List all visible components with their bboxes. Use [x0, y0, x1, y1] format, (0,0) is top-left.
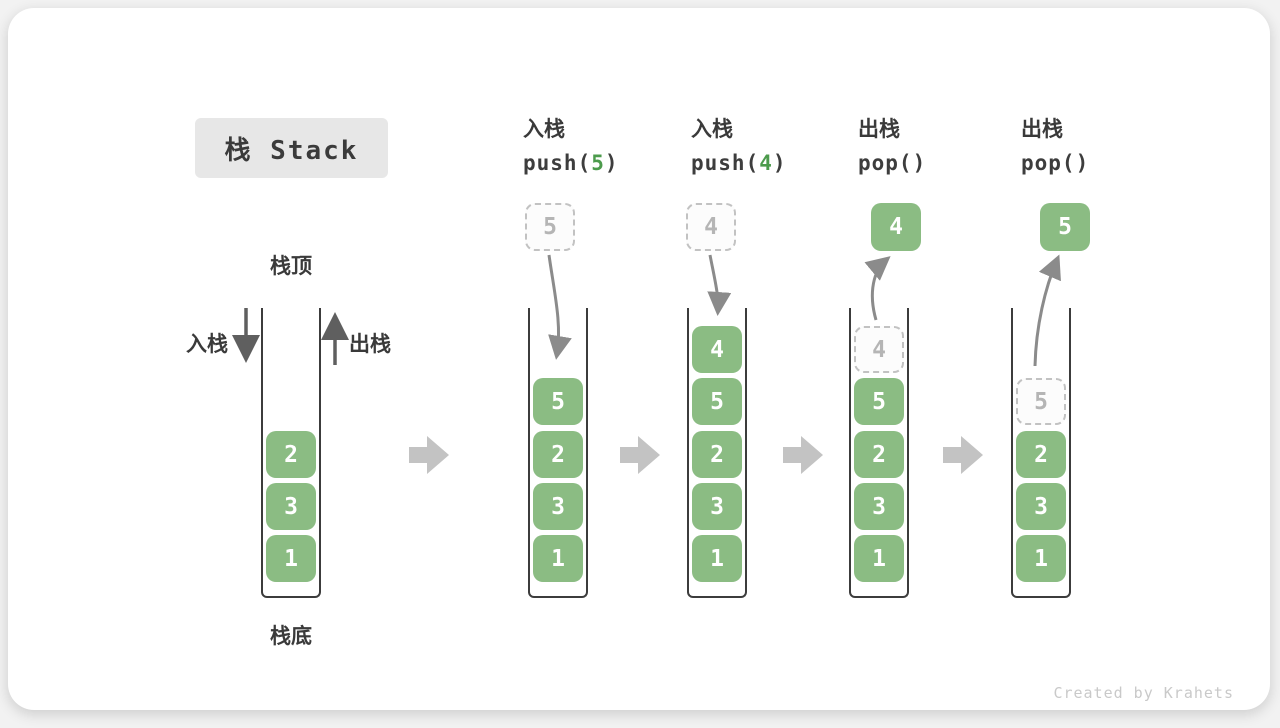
stack-cell: 2 [1016, 431, 1066, 478]
cell-value: 2 [1034, 441, 1048, 468]
cell-value: 4 [704, 214, 718, 240]
cell-value: 5 [543, 214, 557, 240]
operation-code: push(4) [691, 146, 841, 180]
stack-cell: 3 [692, 483, 742, 530]
code-prefix: pop( [858, 151, 913, 175]
stack-cell: 3 [854, 483, 904, 530]
cell-value: 2 [284, 441, 298, 468]
stack-cell: 3 [1016, 483, 1066, 530]
operation-label-push5: 入栈 push(5) [523, 112, 673, 180]
cell-value: 4 [872, 336, 886, 363]
cell-value: 3 [551, 493, 565, 520]
cell-value: 1 [284, 545, 298, 572]
stack-cell: 5 [854, 378, 904, 425]
code-prefix: push( [523, 151, 592, 175]
code-suffix: ) [1075, 151, 1090, 175]
stack-cell: 2 [266, 431, 316, 478]
cell-value: 3 [1034, 493, 1048, 520]
floating-cell-dashed: 5 [525, 203, 575, 251]
floating-cell-dashed: 4 [686, 203, 736, 251]
diagram-title-label: 栈 Stack [224, 135, 359, 166]
cell-value: 5 [872, 388, 886, 415]
code-arg: 4 [759, 151, 773, 175]
step-arrow-icon [620, 436, 660, 474]
stack-cell: 2 [692, 431, 742, 478]
cell-value: 3 [872, 493, 886, 520]
stack-container-1 [261, 308, 321, 598]
stack-cell: 2 [533, 431, 583, 478]
floating-cell-popped: 5 [1040, 203, 1090, 251]
operation-code: pop() [858, 146, 1008, 180]
cell-value: 1 [551, 545, 565, 572]
stack-container-5 [1011, 308, 1071, 598]
pop-side-label: 出栈 [349, 332, 391, 356]
cell-value: 1 [710, 545, 724, 572]
cell-value: 2 [551, 441, 565, 468]
code-suffix: ) [912, 151, 927, 175]
push-side-label: 入栈 [186, 332, 228, 356]
stack-container-4 [849, 308, 909, 598]
stack-cell: 1 [533, 535, 583, 582]
stack-cell: 3 [266, 483, 316, 530]
cell-value: 3 [710, 493, 724, 520]
stack-cell: 5 [533, 378, 583, 425]
operation-name: 出栈 [858, 117, 900, 141]
stack-cell: 4 [692, 326, 742, 373]
stack-container-3 [687, 308, 747, 598]
operation-label-pop1: 出栈 pop() [858, 112, 1008, 180]
cell-value: 3 [284, 493, 298, 520]
stack-cell-dashed: 5 [1016, 378, 1066, 425]
cell-value: 5 [1058, 214, 1072, 240]
cell-value: 1 [872, 545, 886, 572]
stack-cell: 5 [692, 378, 742, 425]
cell-value: 2 [872, 441, 886, 468]
cell-value: 4 [710, 336, 724, 363]
stack-cell: 1 [854, 535, 904, 582]
step-arrow-icon [409, 436, 449, 474]
cell-value: 5 [1034, 388, 1048, 415]
operation-label-pop2: 出栈 pop() [1021, 112, 1171, 180]
diagram-title: 栈 Stack [195, 118, 388, 178]
operation-label-push4: 入栈 push(4) [691, 112, 841, 180]
stack-cell-dashed: 4 [854, 326, 904, 373]
diagram-card: 栈 Stack 入栈 push(5) 入栈 push(4) 出栈 pop() 出… [8, 8, 1270, 710]
code-arg: 5 [591, 151, 605, 175]
code-suffix: ) [604, 151, 619, 175]
watermark: Created by Krahets [1053, 684, 1234, 702]
cell-value: 5 [710, 388, 724, 415]
cell-value: 1 [1034, 545, 1048, 572]
floating-cell-popped: 4 [871, 203, 921, 251]
stack-cell: 1 [266, 535, 316, 582]
stack-cell: 1 [692, 535, 742, 582]
step-arrow-icon [783, 436, 823, 474]
stack-cell: 2 [854, 431, 904, 478]
stack-cell: 1 [1016, 535, 1066, 582]
push-motion-arrow-icon [707, 254, 732, 316]
operation-name: 入栈 [691, 117, 733, 141]
stack-cell: 3 [533, 483, 583, 530]
operation-code: push(5) [523, 146, 673, 180]
stack-top-label: 栈顶 [270, 254, 312, 278]
operation-name: 出栈 [1021, 117, 1063, 141]
stack-bottom-label: 栈底 [270, 624, 312, 648]
cell-value: 2 [710, 441, 724, 468]
code-prefix: push( [691, 151, 760, 175]
operation-code: pop() [1021, 146, 1171, 180]
step-arrow-icon [943, 436, 983, 474]
cell-value: 5 [551, 388, 565, 415]
operation-name: 入栈 [523, 117, 565, 141]
code-suffix: ) [772, 151, 787, 175]
cell-value: 4 [889, 214, 903, 240]
stack-container-2 [528, 308, 588, 598]
code-prefix: pop( [1021, 151, 1076, 175]
